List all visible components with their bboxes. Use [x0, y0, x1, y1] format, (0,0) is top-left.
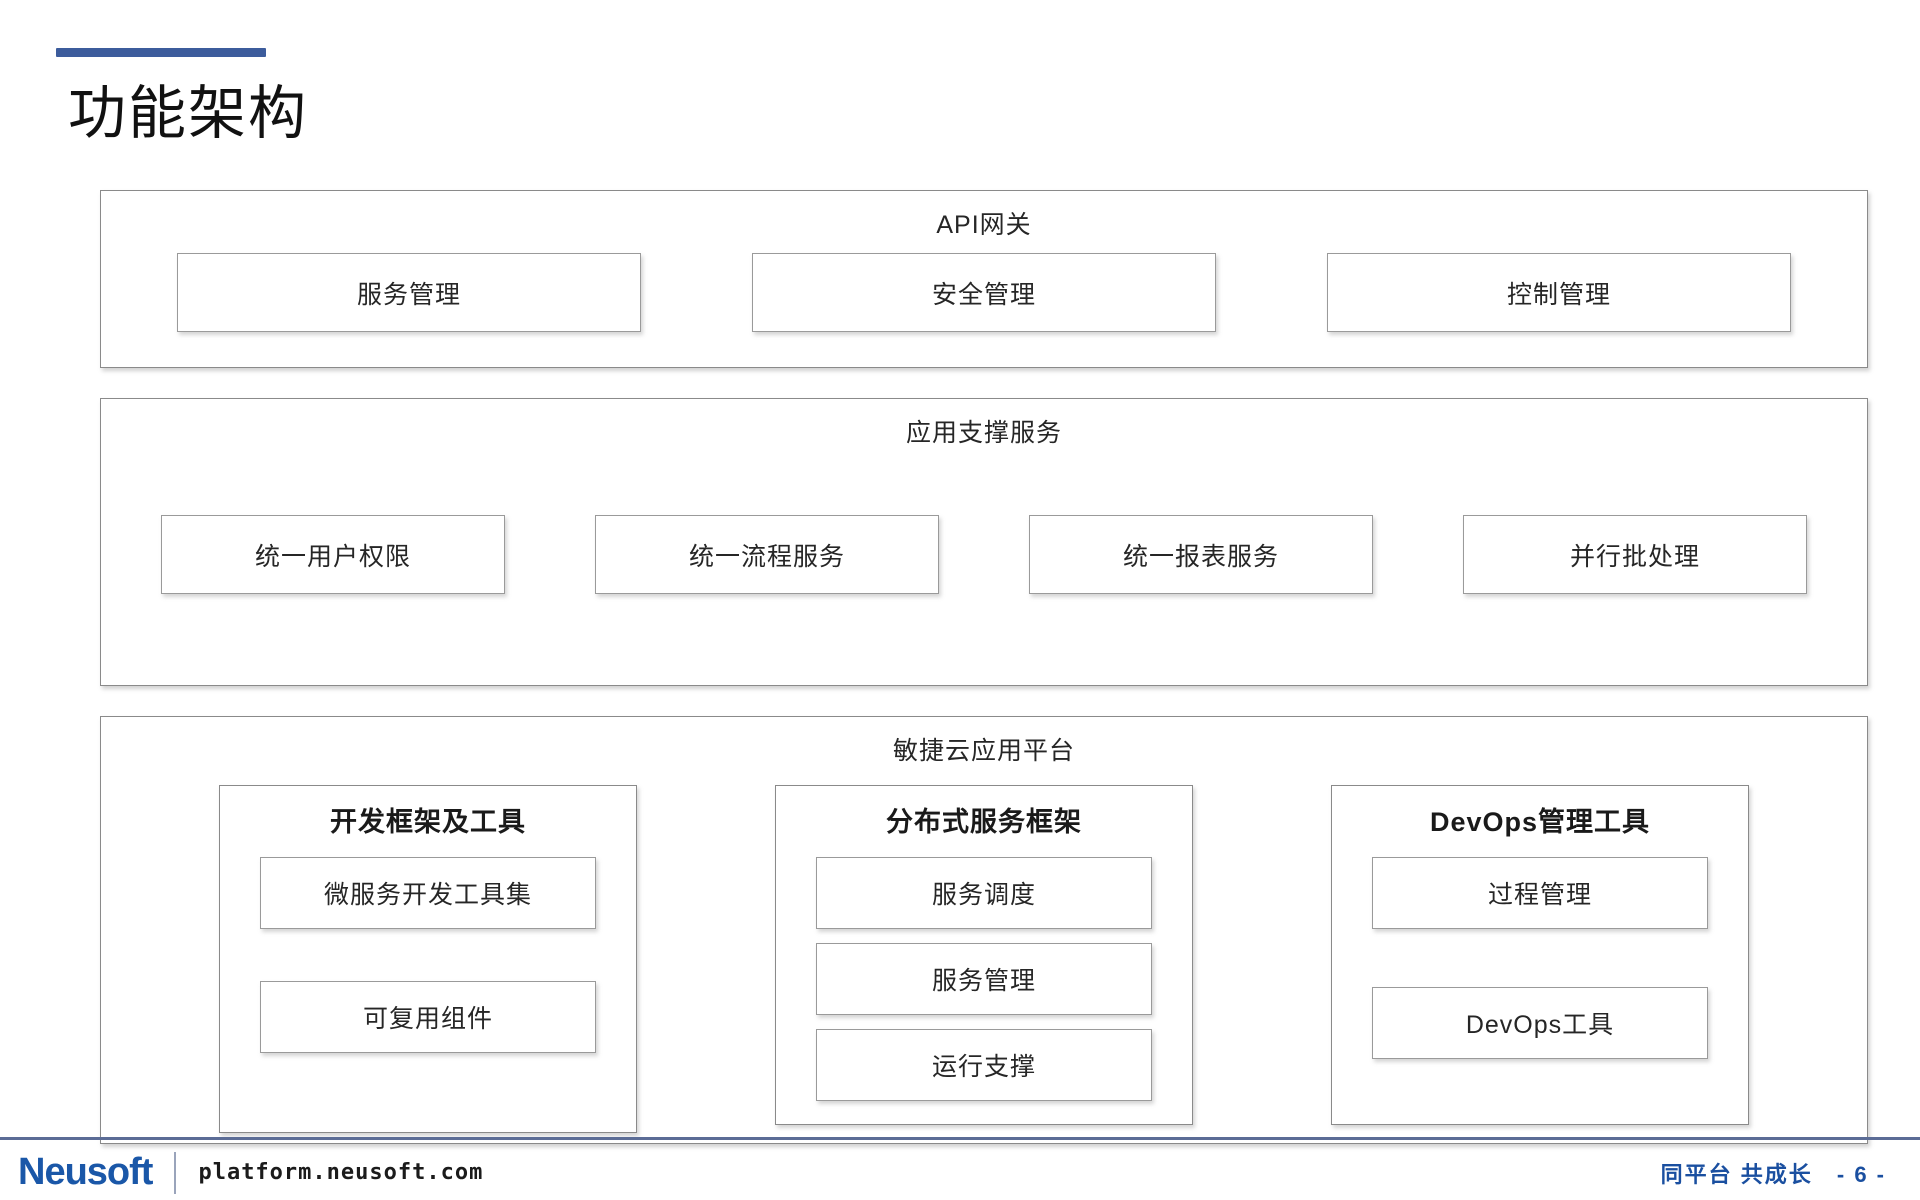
layer-title-app-support: 应用支撑服务 — [905, 419, 1062, 447]
module-box[interactable]: 统一用户权限 — [161, 515, 505, 594]
panel-dev-framework: 开发框架及工具 微服务开发工具集 可复用组件 — [219, 785, 637, 1133]
layer-agile-cloud-platform: 敏捷云应用平台 开发框架及工具 微服务开发工具集 可复用组件 分布式服务框架 服… — [100, 716, 1868, 1144]
module-box[interactable]: 服务管理 — [816, 943, 1152, 1015]
footer-slogan: 同平台 共成长 — [1660, 1161, 1813, 1187]
module-box[interactable]: 控制管理 — [1327, 253, 1791, 332]
layer-title-api-gateway: API网关 — [936, 211, 1032, 239]
module-box[interactable]: 统一流程服务 — [595, 515, 939, 594]
module-box[interactable]: 过程管理 — [1372, 857, 1708, 929]
panel-title: 分布式服务框架 — [886, 807, 1082, 837]
footer-url: platform.neusoft.com — [198, 1160, 484, 1185]
footer-brand-divider — [174, 1151, 177, 1194]
title-accent-bar — [56, 48, 266, 57]
module-box[interactable]: 统一报表服务 — [1029, 515, 1373, 594]
layer-title-agile-cloud-platform: 敏捷云应用平台 — [892, 737, 1075, 765]
neusoft-logo: Neusoft — [18, 1151, 153, 1193]
footer-right: 同平台 共成长 - 6 - — [1661, 1157, 1886, 1189]
architecture-diagram: API网关 服务管理 安全管理 控制管理 应用支撑服务 统一用户权限 统一流程服… — [100, 190, 1868, 1144]
module-box[interactable]: 微服务开发工具集 — [260, 857, 596, 929]
panel-title: DevOps管理工具 — [1429, 807, 1651, 837]
layer-app-support-items: 统一用户权限 统一流程服务 统一报表服务 并行批处理 — [101, 449, 1867, 594]
layer-api-gateway: API网关 服务管理 安全管理 控制管理 — [100, 190, 1868, 368]
panel-devops-tools: DevOps管理工具 过程管理 DevOps工具 — [1331, 785, 1749, 1125]
panel-distributed-service: 分布式服务框架 服务调度 服务管理 运行支撑 — [775, 785, 1193, 1125]
module-box[interactable]: 并行批处理 — [1463, 515, 1807, 594]
layer-agile-cloud-panels: 开发框架及工具 微服务开发工具集 可复用组件 分布式服务框架 服务调度 服务管理… — [101, 767, 1867, 1133]
module-box[interactable]: 服务调度 — [816, 857, 1152, 929]
page-title: 功能架构 — [68, 79, 309, 147]
footer: Neusoft platform.neusoft.com 同平台 共成长 - 6… — [0, 1145, 1920, 1200]
module-box[interactable]: 服务管理 — [177, 253, 641, 332]
module-box[interactable]: 运行支撑 — [816, 1029, 1152, 1101]
panel-title: 开发框架及工具 — [330, 807, 526, 837]
layer-api-gateway-items: 服务管理 安全管理 控制管理 — [101, 241, 1867, 332]
layer-app-support: 应用支撑服务 统一用户权限 统一流程服务 统一报表服务 并行批处理 — [100, 398, 1868, 686]
module-box[interactable]: 可复用组件 — [260, 981, 596, 1053]
footer-divider — [0, 1137, 1920, 1140]
module-box[interactable]: DevOps工具 — [1372, 987, 1708, 1059]
module-box[interactable]: 安全管理 — [752, 253, 1216, 332]
page-number: - 6 - — [1836, 1161, 1886, 1187]
